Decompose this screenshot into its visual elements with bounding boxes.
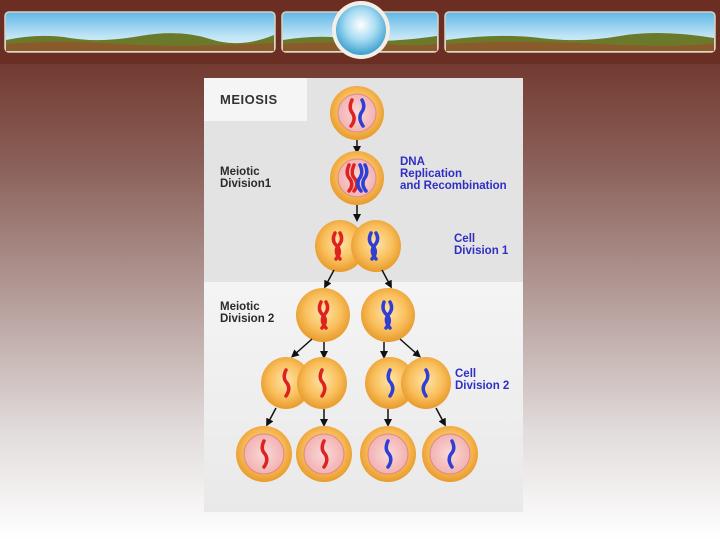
label-meiotic-division-1: Meiotic Division1 (220, 166, 271, 190)
meiosis-diagram-panel: MEIOSIS (204, 78, 523, 512)
arrow (400, 339, 418, 355)
replicated-cell (330, 151, 384, 205)
daughter-cell-blue (361, 288, 415, 342)
label-cell-division-1: Cell Division 1 (454, 233, 508, 257)
label-cell-division-2: Cell Division 2 (455, 368, 509, 392)
banner-globe (332, 1, 390, 59)
parent-cell (330, 86, 384, 140)
gamete-cell-1 (236, 426, 292, 482)
daughter-cell-red (296, 288, 350, 342)
arrow (294, 339, 312, 355)
arrow (382, 270, 390, 285)
gamete-cell-3 (360, 426, 416, 482)
label-meiotic-division-2: Meiotic Division 2 (220, 301, 274, 325)
arrow (436, 408, 444, 423)
label-dna-replication: DNA Replication and Recombination (400, 156, 507, 192)
gamete-cell-4 (422, 426, 478, 482)
dividing-cell-2-blue (365, 357, 451, 409)
arrow (268, 408, 276, 423)
dividing-cell-2-red (261, 357, 347, 409)
meiosis-diagram (204, 78, 523, 512)
dividing-cell-1 (315, 220, 401, 272)
banner-strip-right (445, 12, 715, 52)
header-banner (0, 0, 720, 64)
arrow (326, 270, 334, 285)
banner-strip-left (5, 12, 275, 52)
gamete-cell-2 (296, 426, 352, 482)
